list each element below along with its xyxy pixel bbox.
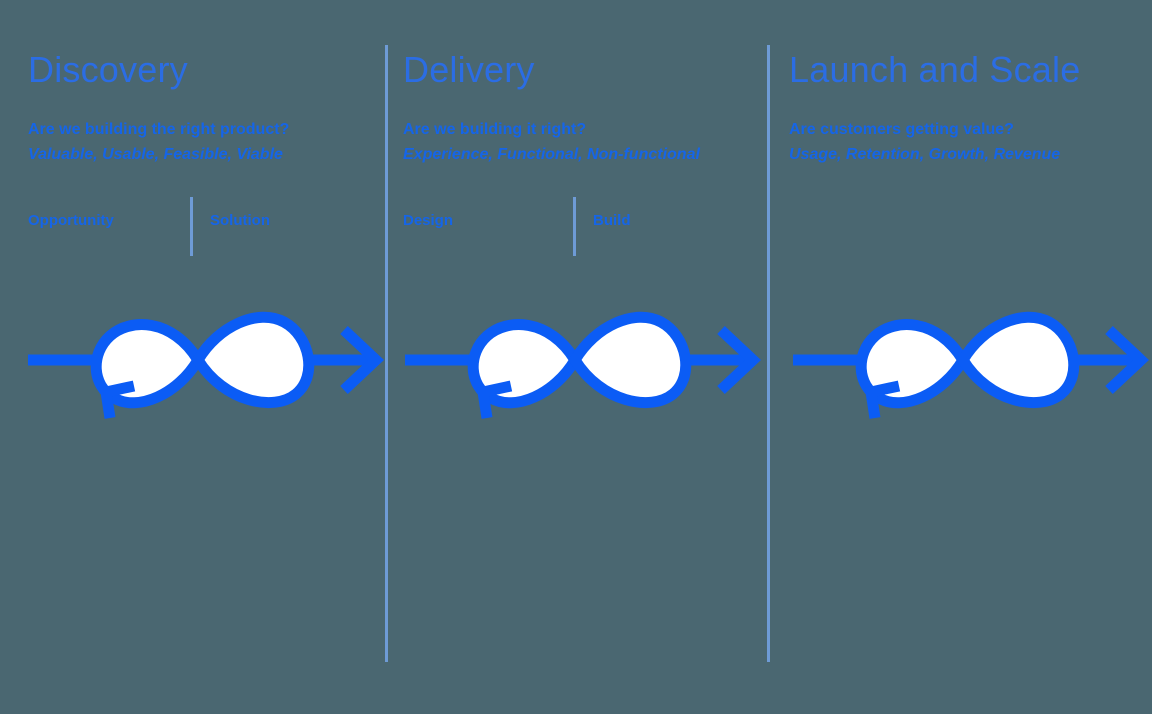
phase-title: Launch and Scale — [789, 49, 1081, 90]
phase-question: Are we building the right product? — [28, 121, 290, 138]
infinity-loop-icon — [399, 300, 761, 420]
phase-question: Are we building it right? — [403, 121, 587, 138]
sublabel-divider — [573, 197, 576, 256]
column-divider-2 — [767, 45, 770, 662]
phase-question: Are customers getting value? — [789, 121, 1014, 138]
sublabel-opportunity: Opportunity — [28, 212, 114, 229]
sublabel-divider — [190, 197, 193, 256]
phase-attributes: Valuable, Usable, Feasible, Viable — [28, 146, 283, 163]
phase-attributes: Usage, Retention, Growth, Revenue — [789, 146, 1061, 163]
phase-column-discovery: Discovery Are we building the right prod… — [0, 0, 385, 714]
phase-column-launch-and-scale: Launch and Scale Are customers getting v… — [767, 0, 1152, 714]
infinity-loop-icon — [22, 300, 384, 420]
phase-title: Delivery — [403, 49, 535, 90]
infinity-loop-icon — [787, 300, 1149, 420]
sublabel-solution: Solution — [210, 212, 270, 229]
phase-sublabels: Design Build — [403, 197, 759, 270]
sublabel-build: Build — [593, 212, 631, 229]
phase-sublabels: Opportunity Solution — [28, 197, 377, 270]
sublabel-design: Design — [403, 212, 454, 229]
column-divider-1 — [385, 45, 388, 662]
phase-attributes: Experience, Functional, Non-functional — [403, 146, 700, 163]
phase-title: Discovery — [28, 49, 188, 90]
phase-column-delivery: Delivery Are we building it right? Exper… — [385, 0, 767, 714]
